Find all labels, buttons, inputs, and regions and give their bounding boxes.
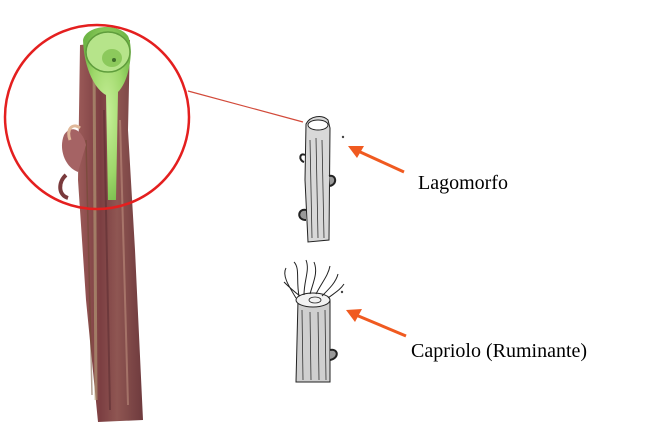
arrow-lagomorfo [348, 146, 404, 172]
label-lagomorfo: Lagomorfo [418, 172, 508, 195]
connector-line [188, 91, 303, 122]
label-capriolo: Capriolo (Ruminante) [411, 340, 587, 363]
lagomorfo-twig [299, 117, 344, 242]
large-twig [60, 27, 143, 422]
capriolo-twig [284, 260, 344, 382]
arrow-capriolo [346, 309, 406, 336]
